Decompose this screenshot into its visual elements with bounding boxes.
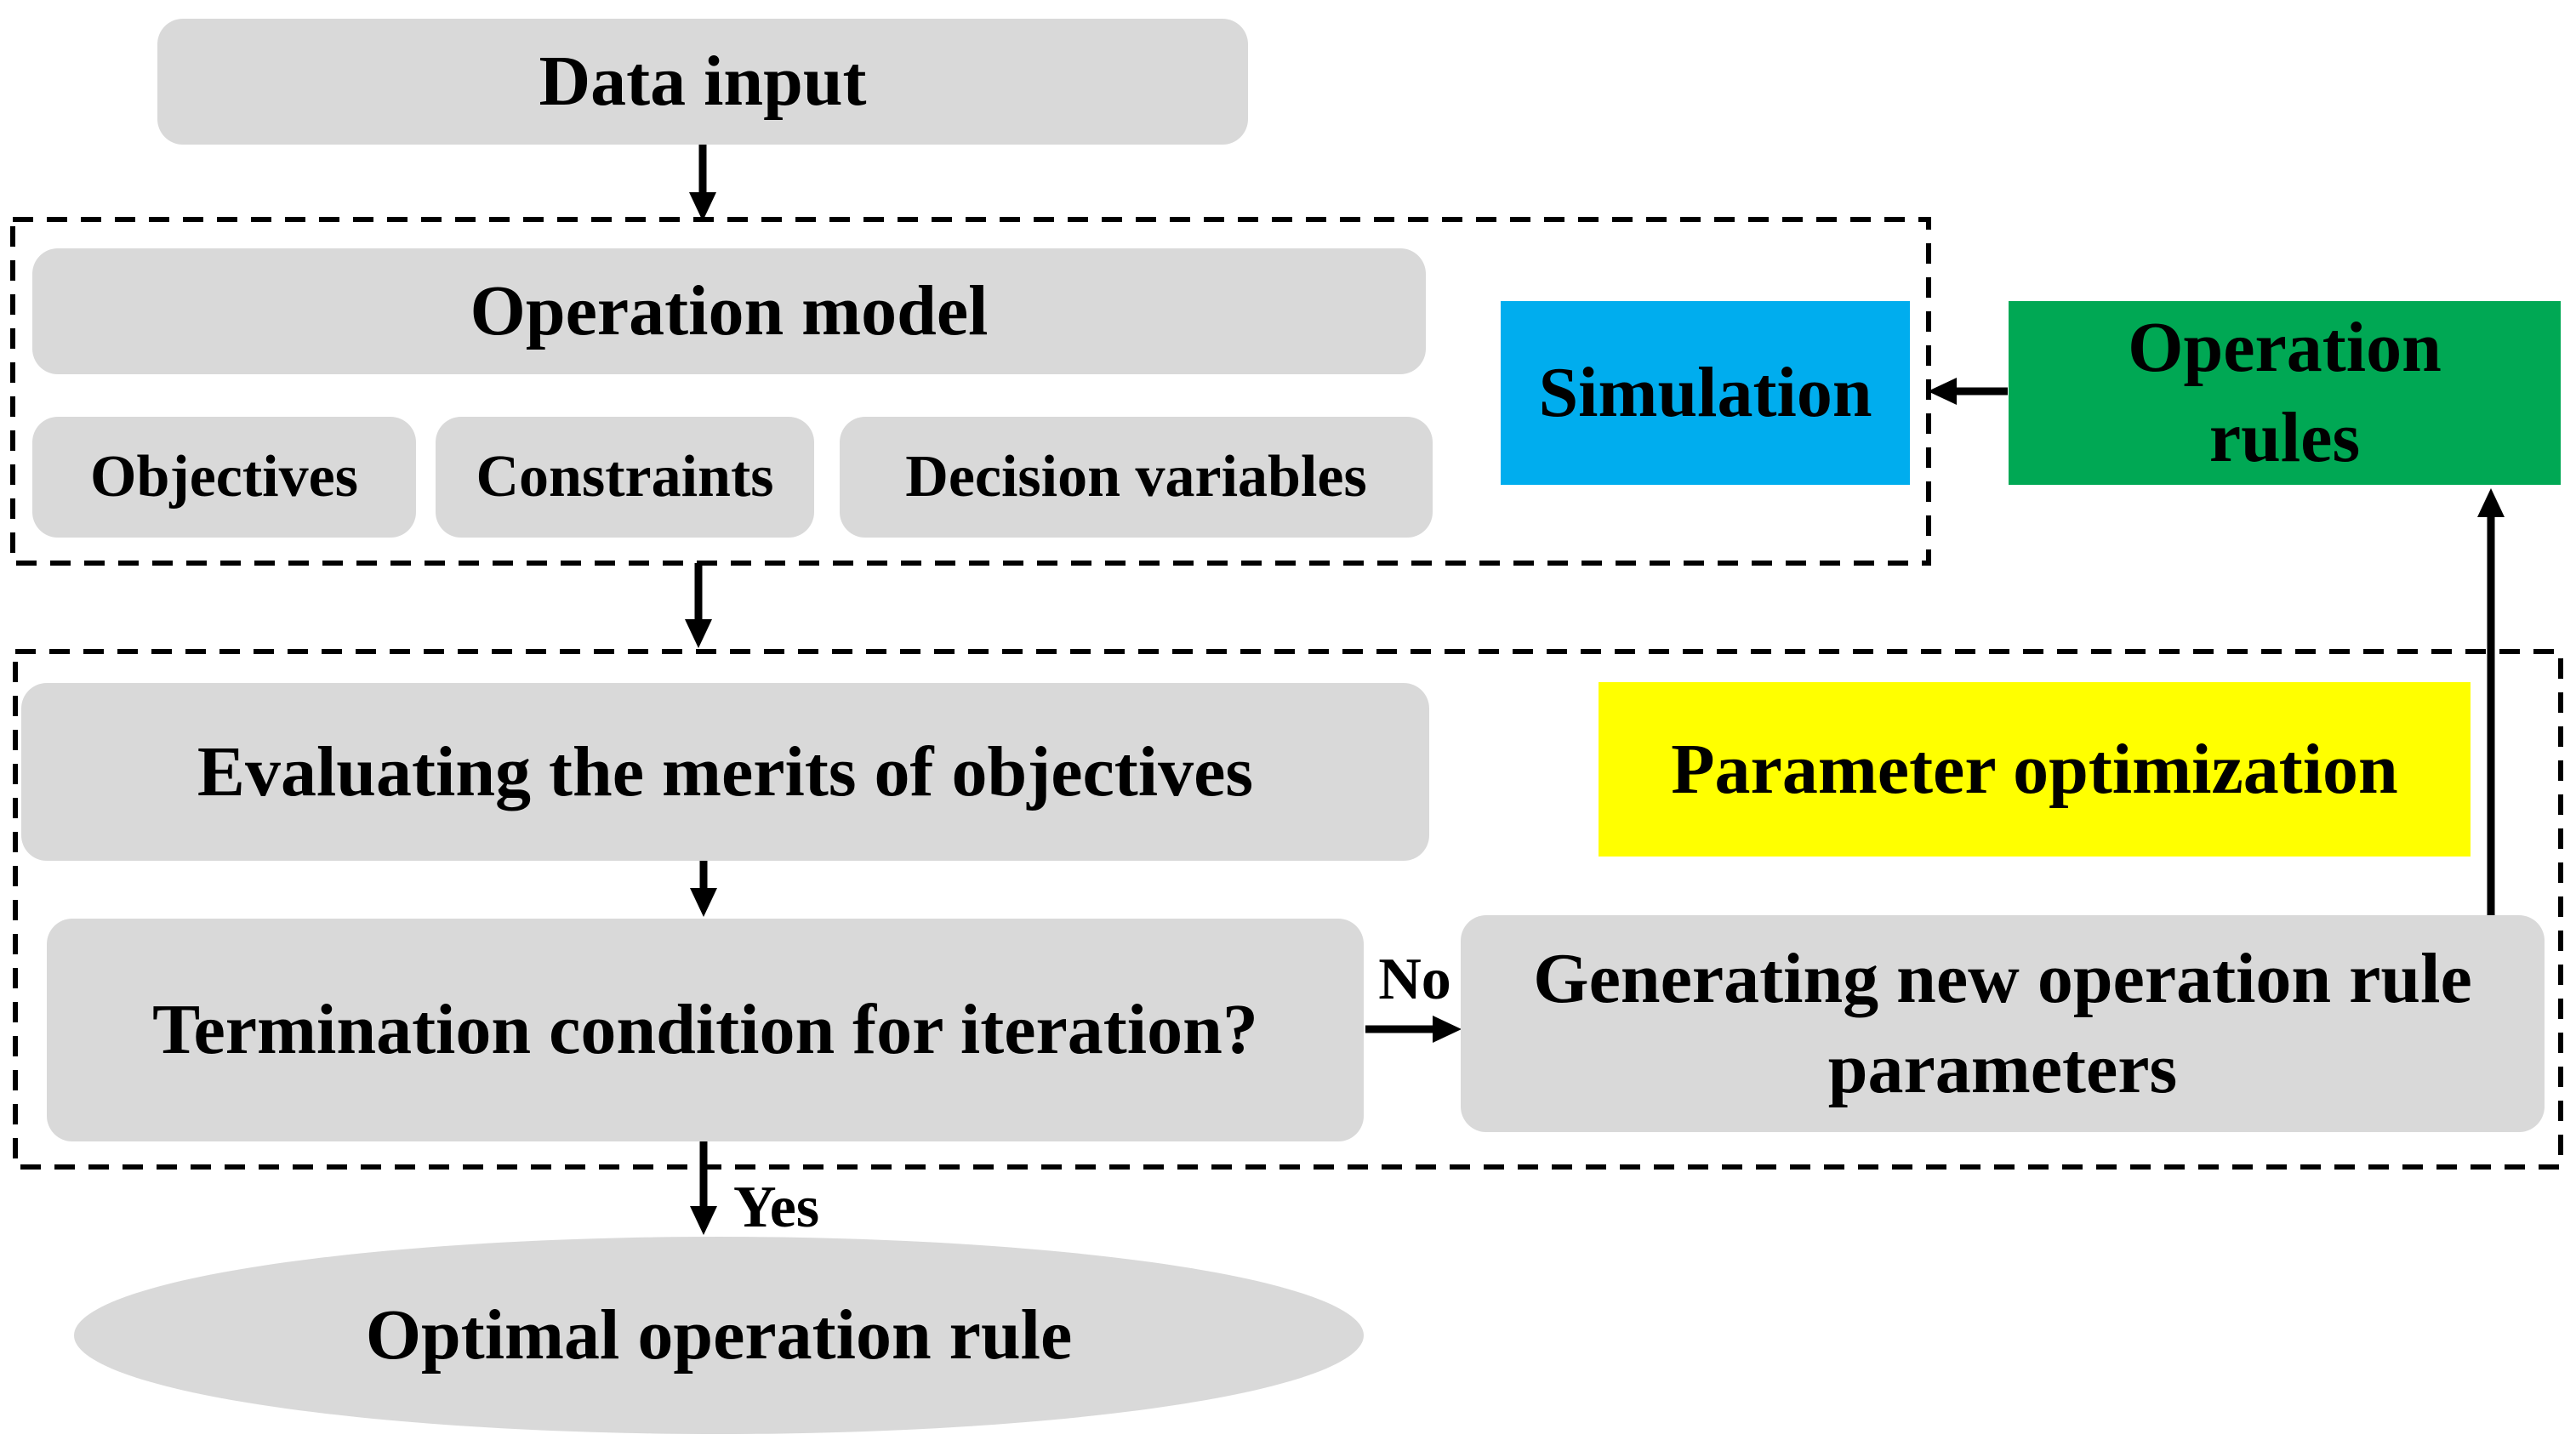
node-decision-variables-label: Decision variables [905, 443, 1367, 509]
node-data-input: Data input [157, 19, 1248, 145]
node-parameter-optimization: Parameter optimization [1599, 682, 2471, 857]
edge-label-yes: Yes [733, 1175, 820, 1240]
node-constraints: Constraints [436, 417, 814, 538]
arrowhead-rules-to-simulation [1928, 378, 1957, 405]
node-optimal-operation-rule-label: Optimal operation rule [365, 1295, 1073, 1375]
node-operation-model-label: Operation model [470, 271, 989, 351]
node-operation-rules: Operation rules [2009, 301, 2561, 485]
node-generating-parameters-label: Generating new operation rule parameters [1533, 938, 2472, 1108]
node-operation-model: Operation model [32, 248, 1426, 374]
node-objectives-label: Objectives [90, 443, 358, 509]
node-parameter-optimization-label: Parameter optimization [1671, 729, 2398, 809]
node-constraints-label: Constraints [476, 443, 774, 509]
node-simulation: Simulation [1501, 301, 1910, 485]
node-evaluating-merits-label: Evaluating the merits of objectives [197, 731, 1254, 811]
arrowhead-data-input-to-model [689, 192, 716, 221]
parameter-optimization-group-border [13, 649, 2563, 1170]
node-termination-condition-label: Termination condition for iteration? [152, 990, 1258, 1070]
node-decision-variables: Decision variables [840, 417, 1433, 538]
edge-label-no: No [1378, 947, 1451, 1012]
node-simulation-label: Simulation [1538, 353, 1872, 433]
arrowhead-yes-to-optimal [690, 1206, 717, 1235]
arrowhead-model-to-optimization [685, 619, 712, 648]
node-optimal-operation-rule: Optimal operation rule [74, 1237, 1364, 1434]
node-generating-parameters: Generating new operation rule parameters [1461, 915, 2545, 1132]
node-data-input-label: Data input [539, 42, 867, 122]
node-operation-rules-label: Operation rules [2128, 308, 2442, 477]
node-evaluating-merits: Evaluating the merits of objectives [21, 683, 1429, 861]
arrowhead-generating-to-rules [2477, 488, 2505, 517]
node-objectives: Objectives [32, 417, 416, 538]
arrowhead-no-to-generating [1433, 1016, 1462, 1043]
node-termination-condition: Termination condition for iteration? [47, 919, 1364, 1141]
arrowhead-evaluating-to-termination [690, 888, 717, 917]
